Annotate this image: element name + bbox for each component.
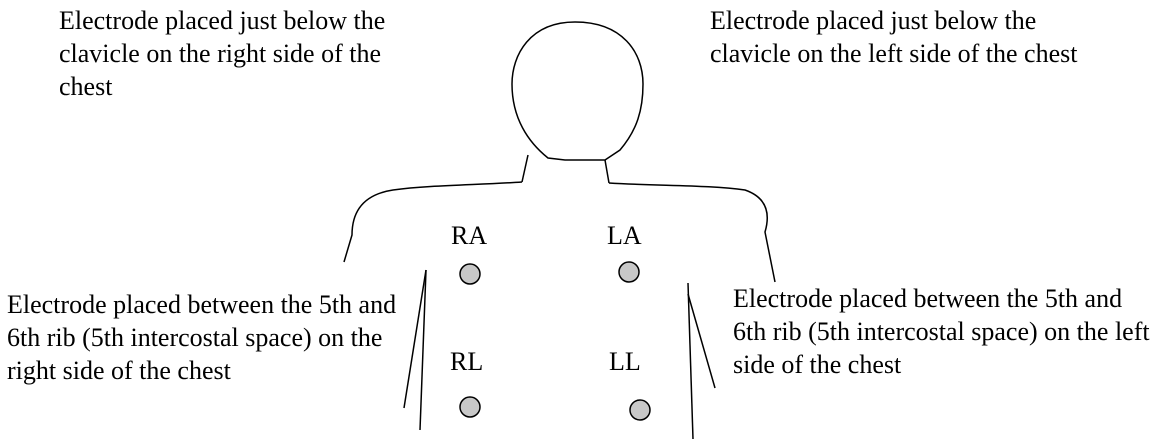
electrode-ll	[630, 400, 650, 420]
electrode-label-ll: LL	[609, 347, 641, 377]
neck-left	[522, 155, 528, 182]
electrode-la	[619, 262, 639, 282]
electrode-ra	[460, 264, 480, 284]
leader-left	[688, 294, 715, 388]
electrode-label-la: LA	[607, 221, 642, 251]
electrode-label-ra: RA	[451, 221, 487, 251]
electrode-label-rl: RL	[450, 347, 483, 377]
head-outline	[512, 22, 643, 160]
neck-right	[605, 160, 609, 183]
annotation-left-leg: Electrode placed between the 5th and 6th…	[733, 282, 1157, 381]
right-torso-line	[420, 270, 426, 430]
electrode-rl	[460, 397, 480, 417]
right-shoulder-arm	[344, 182, 522, 262]
annotation-left-arm: Electrode placed just below the clavicle…	[710, 4, 1110, 70]
annotation-right-arm: Electrode placed just below the clavicle…	[59, 4, 419, 103]
annotation-right-leg: Electrode placed between the 5th and 6th…	[7, 288, 407, 387]
